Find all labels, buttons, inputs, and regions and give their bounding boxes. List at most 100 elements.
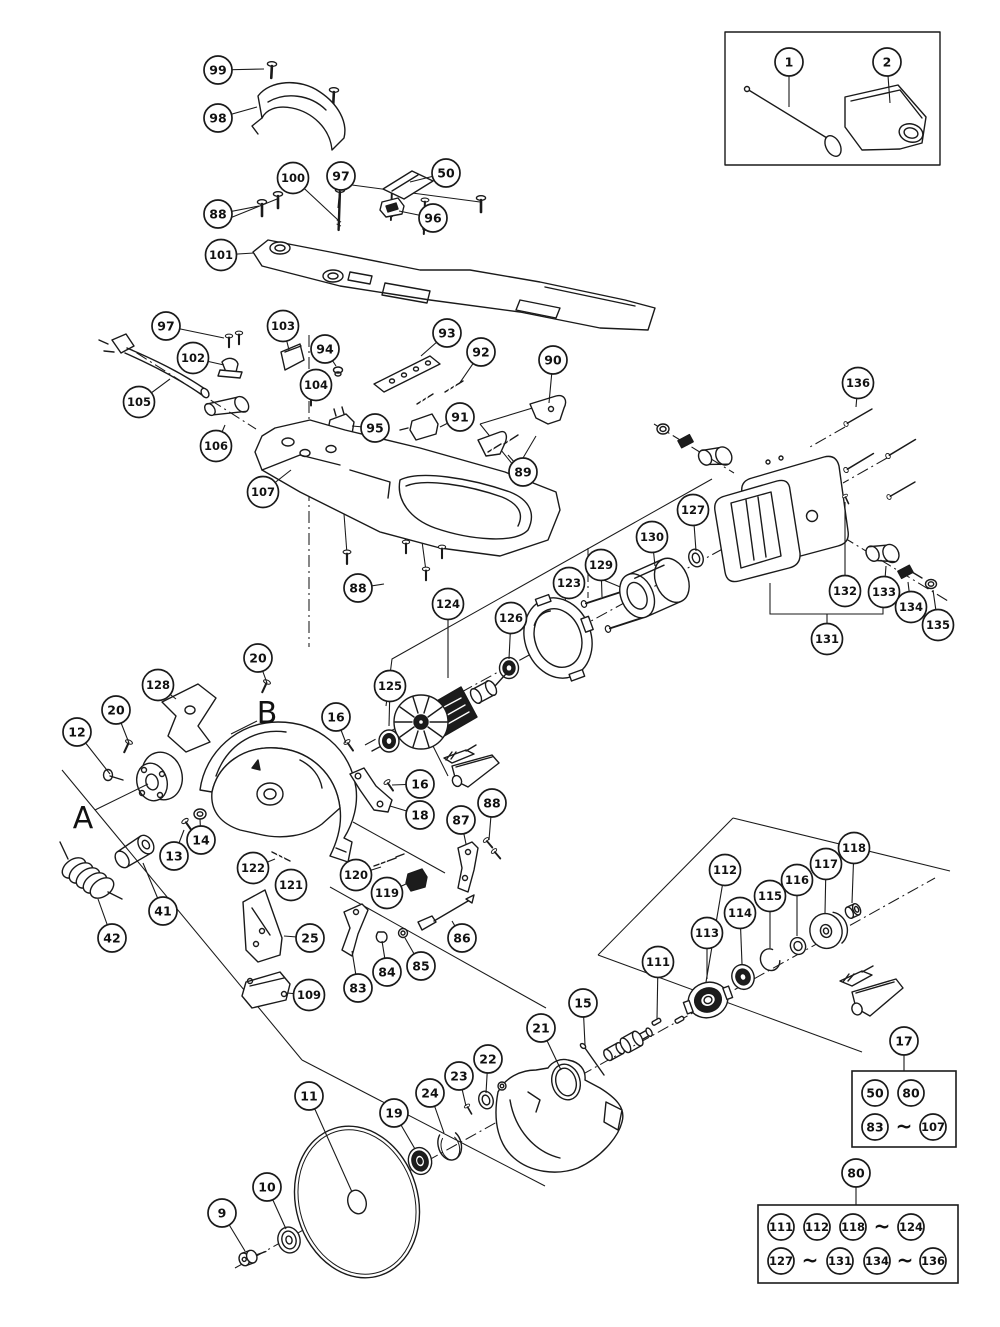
- range-tilde: ~: [896, 1114, 913, 1138]
- callout-number: 101: [209, 248, 233, 262]
- callout-119: 119: [370, 876, 404, 910]
- fan: [393, 694, 449, 750]
- callout-circle-116: [780, 863, 814, 897]
- callout-circle-118: [837, 831, 871, 865]
- bearing-114: [731, 963, 755, 991]
- cord-armor: [204, 395, 250, 417]
- callout-number: 21: [532, 1021, 549, 1036]
- bolt-120: [373, 853, 405, 867]
- callout-115: 115: [753, 879, 787, 913]
- callout-22: 22: [473, 1044, 503, 1074]
- callout-number: 118: [841, 1220, 865, 1234]
- callout-95: 95: [360, 413, 390, 443]
- callout-91: 91: [445, 402, 475, 432]
- callout-number: 111: [646, 955, 670, 969]
- callout-94: 94: [310, 334, 340, 364]
- callout-circle-124: [431, 587, 465, 621]
- callout-circle-2: [872, 47, 902, 77]
- callout-circle-80: [897, 1079, 925, 1107]
- callout-123: 123: [552, 566, 586, 600]
- callout-number: 127: [769, 1254, 793, 1268]
- part-handle-base: [98, 330, 567, 582]
- callout-circle-127: [767, 1247, 795, 1275]
- callout-number: 86: [453, 931, 471, 946]
- gear-case-flange: [135, 751, 183, 802]
- callout-circle-24: [415, 1078, 445, 1108]
- part-wrench: [743, 85, 842, 157]
- callout-number: 42: [103, 931, 120, 946]
- callout-number: 84: [378, 965, 396, 980]
- roller-41: [114, 834, 155, 869]
- callout-number: 85: [412, 959, 429, 974]
- callout-83: 83: [343, 973, 373, 1003]
- callout-number: 17: [895, 1034, 912, 1049]
- callout-circle-112: [803, 1213, 831, 1241]
- callout-circle-25: [295, 923, 325, 953]
- callout-126: 126: [494, 601, 528, 635]
- callout-19: 19: [379, 1098, 409, 1128]
- blade-bolt-9: [238, 1249, 267, 1267]
- callout-109: 109: [292, 978, 326, 1012]
- construction-line: [343, 513, 348, 555]
- callout-circle-111: [767, 1213, 795, 1241]
- pointer-87: [457, 841, 479, 893]
- callout-96: 96: [418, 203, 448, 233]
- sleeve-118: [844, 902, 862, 920]
- callout-circle-131: [810, 622, 844, 656]
- callout-136: 136: [919, 1247, 947, 1275]
- callout-circle-115: [753, 879, 787, 913]
- plate-109: [241, 971, 291, 1009]
- callout-number: 120: [344, 868, 368, 882]
- callout-number: 126: [499, 611, 523, 625]
- callout-number: 113: [695, 926, 719, 940]
- callout-circle-106: [199, 429, 233, 463]
- callout-number: 12: [68, 725, 85, 740]
- callout-circle-136: [919, 1247, 947, 1275]
- callout-number: 130: [640, 530, 664, 544]
- washer-22: [478, 1090, 494, 1110]
- callout-2: 2: [872, 47, 902, 77]
- callout-number: 129: [589, 558, 613, 572]
- callout-50: 50: [431, 158, 461, 188]
- accessory-box-frame: [724, 31, 941, 166]
- callout-122: 122: [236, 851, 270, 885]
- callout-125: 125: [373, 669, 407, 703]
- callout-circle-88: [203, 199, 233, 229]
- callout-circle-22: [473, 1044, 503, 1074]
- part-spindle-train: [603, 902, 904, 1062]
- callout-20: 20: [101, 695, 131, 725]
- callout-number: 88: [483, 796, 500, 811]
- callout-124: 124: [897, 1213, 925, 1241]
- construction-line: [352, 821, 446, 874]
- callout-number: 92: [472, 345, 489, 360]
- fan-guide: [523, 593, 594, 682]
- motor-housing: [714, 455, 849, 583]
- ring-24: [437, 1132, 463, 1161]
- callout-107: 107: [919, 1113, 947, 1141]
- callout-130: 130: [635, 520, 669, 554]
- callout-number: 41: [154, 904, 171, 919]
- callout-number: 112: [713, 863, 737, 877]
- callout-10: 10: [252, 1172, 282, 1202]
- callout-circle-104: [299, 368, 333, 402]
- nut-85: [397, 927, 409, 939]
- callout-number: 136: [921, 1254, 945, 1268]
- callout-circle-118: [839, 1213, 867, 1241]
- callout-circle-15: [568, 988, 598, 1018]
- construction-line: [597, 817, 734, 956]
- callout-number: 102: [181, 351, 205, 365]
- callout-circle-99: [203, 55, 233, 85]
- callout-number: 109: [297, 988, 321, 1002]
- callout-circle-94: [310, 334, 340, 364]
- callout-number: 87: [452, 813, 469, 828]
- callout-circle-125: [373, 669, 407, 703]
- callout-number: 50: [866, 1086, 884, 1101]
- clip-84: [375, 931, 388, 944]
- callout-number: 13: [165, 849, 182, 864]
- bearing-125: [371, 729, 400, 753]
- spring-42: [59, 841, 123, 900]
- callout-88: 88: [203, 199, 233, 229]
- callout-circle-135: [921, 608, 955, 642]
